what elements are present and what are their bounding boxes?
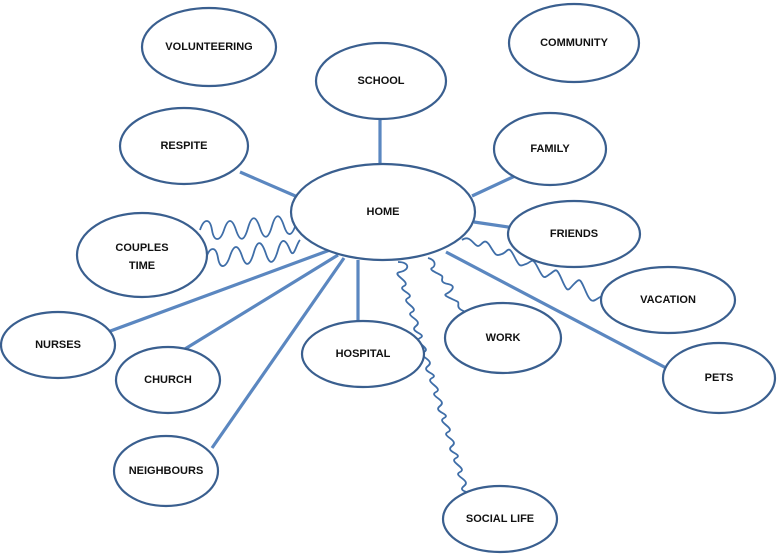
node-social-life: SOCIAL LIFE [441,484,559,554]
node-label-community: COMMUNITY [540,37,608,49]
node-volunteering: VOLUNTEERING [140,6,278,88]
node-home: HOME [289,162,477,262]
node-respite: RESPITE [118,106,250,186]
node-neighbours: NEIGHBOURS [112,434,220,508]
node-label-church: CHURCH [144,374,192,386]
node-pets: PETS [661,341,777,415]
node-label-school: SCHOOL [357,75,404,87]
node-label-couples: COUPLES [115,242,168,254]
node-label-social-life: SOCIAL LIFE [466,513,534,525]
node-label-family: FAMILY [530,143,570,155]
node-label-volunteering: VOLUNTEERING [165,41,252,53]
straight-links [104,118,671,449]
node-label-pets: PETS [705,372,734,384]
wavy-link-couples-2 [205,239,301,267]
wavy-links [199,215,603,497]
node-community: COMMUNITY [507,2,641,84]
wavy-link-work [427,257,467,313]
link-home-pets [445,250,671,372]
wavy-link-couples-1 [199,215,297,240]
node-family: FAMILY [492,111,608,187]
node-friends: FRIENDS [506,199,642,269]
node-school: SCHOOL [314,41,448,121]
link-home-family [471,174,516,198]
node-church: CHURCH [114,345,222,415]
wavy-link-vacation [461,237,603,302]
node-label-home: HOME [367,206,400,218]
node-hospital: HOSPITAL [300,319,426,389]
link-home-neighbours [210,257,346,449]
link-home-friends [473,220,516,230]
node-work: WORK [443,301,563,375]
node-nurses: NURSES [0,310,117,380]
wavy-link-social-life [396,261,473,497]
node-label-work: WORK [486,332,521,344]
link-home-nurses [104,248,331,335]
node-couples-time: COUPLES TIME [75,211,209,299]
node-label-nurses: NURSES [35,339,81,351]
link-home-church [179,253,339,354]
node-vacation: VACATION [599,265,737,335]
node-label-respite: RESPITE [160,140,207,152]
node-label-hospital: HOSPITAL [336,348,391,360]
node-label-friends: FRIENDS [550,228,598,240]
node-label-neighbours: NEIGHBOURS [129,465,204,477]
node-label-vacation: VACATION [640,294,696,306]
link-home-respite [239,170,301,200]
node-label-time: TIME [129,260,155,272]
